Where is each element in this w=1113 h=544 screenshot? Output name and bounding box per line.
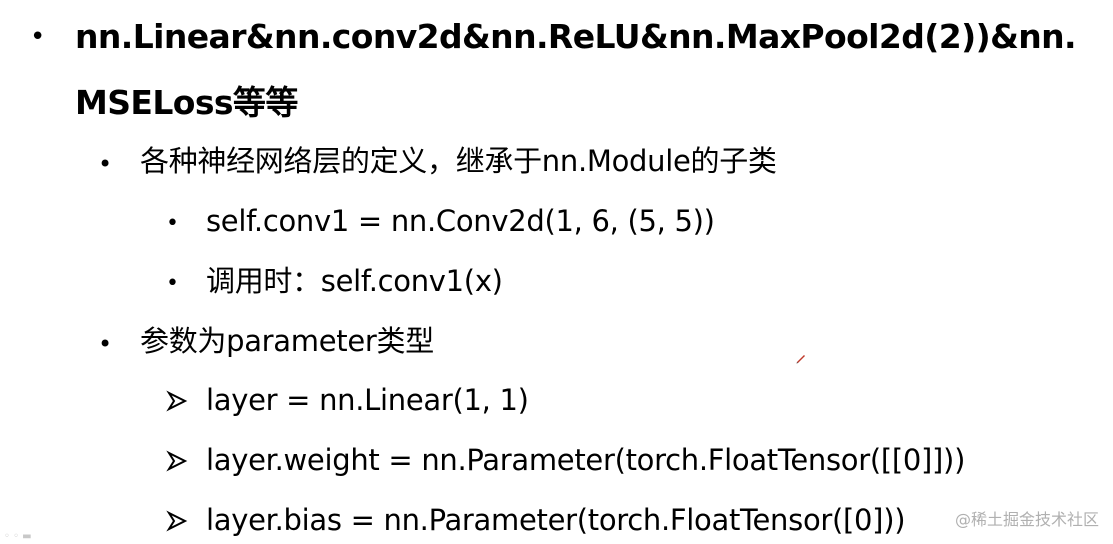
code-conv1-call: 调用时：self.conv1(x): [206, 264, 503, 298]
watermark: @稀土掘金技术社区: [954, 510, 1099, 529]
corner-decoration: ◦ ◦ ▬: [4, 531, 32, 542]
code-layer-weight: layer.weight = nn.Parameter(torch.FloatT…: [206, 443, 966, 477]
heading-line-1: nn.Linear&nn.conv2d&nn.ReLU&nn.MaxPool2d…: [75, 17, 1077, 56]
arrow-bullet-icon: [166, 510, 188, 532]
bullet-dot-1: •: [30, 22, 46, 52]
code-layer-bias: layer.bias = nn.Parameter(torch.FloatTen…: [206, 503, 906, 537]
arrow-bullet-icon: [166, 450, 188, 472]
code-conv1-definition: self.conv1 = nn.Conv2d(1, 6, (5, 5)): [206, 204, 715, 238]
subitem-layers-definition: 各种神经网络层的定义，继承于nn.Module的子类: [140, 144, 777, 178]
bullet-dot-2: •: [98, 150, 113, 178]
bullet-dot-4: •: [166, 271, 179, 296]
heading-line-2: MSELoss等等: [75, 83, 298, 122]
pen-cursor-icon: [796, 355, 805, 364]
subitem-parameter-type: 参数为parameter类型: [140, 324, 434, 358]
bullet-dot-5: •: [98, 330, 113, 358]
arrow-bullet-icon: [166, 390, 188, 412]
code-layer-linear: layer = nn.Linear(1, 1): [206, 383, 529, 417]
bullet-dot-3: •: [166, 211, 179, 236]
